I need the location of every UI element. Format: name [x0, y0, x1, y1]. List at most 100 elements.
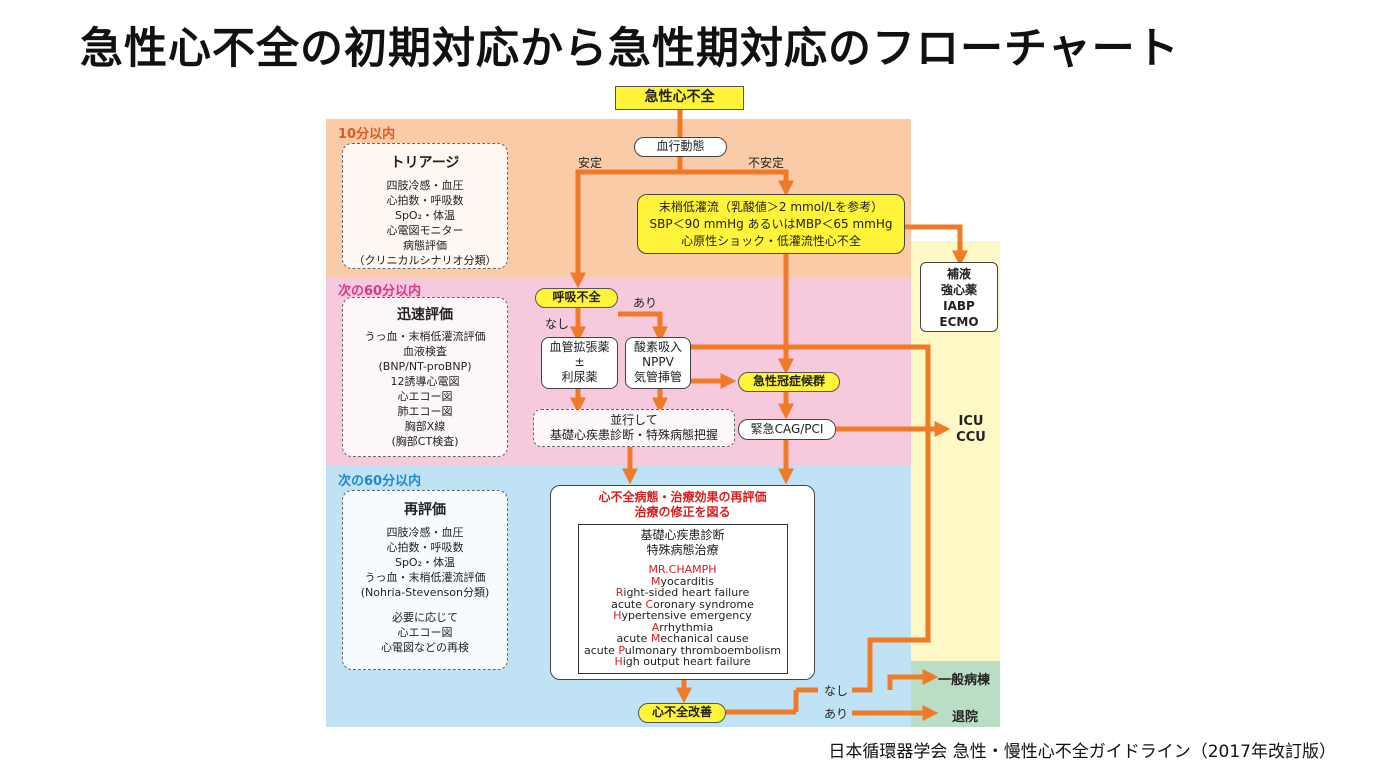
stable-label: 安定	[578, 156, 603, 170]
support-line: 強心薬	[940, 283, 977, 297]
arrow-shock-support	[905, 224, 969, 267]
rapid-eval-heading: 迅速評価	[397, 307, 453, 323]
rapid-line: 12誘導心電図	[390, 375, 460, 388]
parallel-box: 並行して 基礎心疾患診断・特殊病態把握	[533, 409, 735, 447]
cag-pci-box: 緊急CAG/PCI	[738, 419, 836, 440]
champh-item-initial: A	[651, 620, 660, 634]
improve-pill: 心不全改善	[638, 703, 726, 723]
arrow-unstable	[680, 169, 795, 197]
triage-line: 四肢冷感・血圧	[386, 179, 464, 192]
reeval-line: 四肢冷感・血圧	[386, 526, 464, 539]
champh-item: Right-sided heart failure	[579, 587, 787, 599]
basic-line: 基礎心疾患診断	[640, 528, 725, 542]
vaso-line: ±	[574, 355, 585, 369]
vasodilator-box: 血管拡張薬 ± 利尿薬	[541, 337, 618, 389]
general-ward-label: 一般病棟	[938, 673, 991, 688]
parallel-line: 基礎心疾患診断・特殊病態把握	[549, 428, 718, 442]
parallel-line: 並行して	[610, 413, 658, 427]
reeval-line: 必要に応じて	[392, 611, 458, 624]
reeval-heading: 再評価	[404, 502, 446, 518]
champh-item-initial: H	[614, 655, 623, 668]
rapid-line: 胸部X線	[404, 420, 446, 433]
reeval-line: (Nohria-Stevenson分類)	[360, 586, 490, 599]
champh-item-initial: H	[613, 609, 622, 622]
icu-line: ICU	[958, 414, 984, 429]
reeval-red-line: 治療の修正を図る	[634, 505, 731, 519]
rapid-line: 肺エコー図	[397, 405, 453, 418]
start-box: 急性心不全	[615, 86, 744, 110]
support-line: IABP	[943, 299, 975, 313]
champh-item-prefix: acute	[611, 597, 646, 611]
arrow-resp-yes	[618, 311, 669, 343]
reeval-line: 心エコー図	[397, 626, 453, 639]
champh-item-initial: P	[618, 643, 625, 657]
rapid-line: (BNP/NT-proBNP)	[378, 360, 472, 373]
triage-line: （クリニカルシナリオ分類）	[353, 254, 497, 267]
unstable-label: 不安定	[748, 156, 785, 170]
support-line: 補液	[946, 267, 971, 281]
rapid-eval-box: 迅速評価 うっ血・末梢低灌流評価 血液検査 (BNP/NT-proBNP) 12…	[342, 297, 508, 457]
resp-yes-label: あり	[633, 296, 658, 310]
oxy-line: NPPV	[642, 355, 674, 369]
vaso-line: 血管拡張薬	[549, 340, 610, 354]
arrow-no-ward	[887, 668, 939, 690]
basic-line: 特殊病態治療	[646, 543, 719, 557]
champh-item-initial: M	[651, 574, 661, 588]
shock-box: 末梢低灌流（乳酸値＞2 mmol/Lを参考） SBP＜90 mmHg あるいはM…	[637, 194, 905, 254]
arrow-oxy-icu	[690, 344, 931, 693]
shock-line: 末梢低灌流（乳酸値＞2 mmol/Lを参考）	[658, 200, 884, 214]
reeval-line: SpO₂・体温	[394, 556, 456, 569]
improve-no-label: なし	[824, 684, 849, 698]
reeval-line: 心拍数・呼吸数	[386, 541, 464, 554]
champh-item-rest: ypertensive emergency	[621, 609, 752, 622]
champh-item-rest: ulmonary thromboembolism	[624, 643, 781, 657]
vaso-line: 利尿薬	[561, 370, 598, 384]
rapid-line: 心エコー図	[397, 390, 453, 403]
oxy-line: 酸素吸入	[633, 340, 682, 354]
champh-item: acute Mechanical cause	[579, 633, 787, 645]
champh-item: High output heart failure	[579, 656, 787, 668]
reeval-red-line: 心不全病態・治療効果の再評価	[598, 490, 767, 504]
champh-item-initial: M	[650, 632, 661, 645]
icu-ccu-label: ICU CCU	[950, 414, 992, 446]
champh-item: Myocarditis	[579, 574, 787, 588]
triage-heading: トリアージ	[390, 155, 460, 171]
shock-line: 心原性ショック・低灌流性心不全	[681, 234, 861, 248]
champh-item: Hypertensive emergency	[579, 610, 787, 622]
oxy-line: 気管挿管	[633, 370, 682, 384]
champh-item-prefix: acute	[584, 643, 619, 657]
champh-item: acute Pulmonary thromboembolism	[579, 643, 787, 657]
triage-box: トリアージ 四肢冷感・血圧 心拍数・呼吸数 SpO₂・体温 心電図モニター 病態…	[342, 143, 508, 269]
rapid-line: うっ血・末梢低灌流評価	[364, 330, 486, 343]
champh-item-rest: rrhythmia	[659, 620, 714, 634]
shock-line: SBP＜90 mmHg あるいはMBP＜65 mmHg	[649, 217, 893, 231]
rapid-line: 血液検査	[403, 345, 447, 358]
arrow-stable	[569, 156, 683, 289]
page-title: 急性心不全の初期対応から急性期対応のフローチャート	[80, 24, 1180, 74]
hemodynamics-box: 血行動態	[634, 137, 727, 157]
champh-item-rest: echanical cause	[660, 632, 749, 645]
band-label-10min: 10分以内	[338, 127, 396, 142]
champh-item-prefix: acute	[616, 632, 651, 645]
improve-yes-label: あり	[824, 707, 849, 721]
champh-item-initial: C	[645, 597, 654, 611]
discharge-label: 退院	[952, 710, 979, 725]
champh-item-initial: R	[615, 586, 624, 599]
champh-item: acute Coronary syndrome	[579, 597, 787, 611]
champh-item-rest: yocarditis	[660, 574, 715, 588]
icu-line: CCU	[956, 430, 986, 445]
reeval-line: 心電図などの再検	[381, 641, 469, 654]
champh-title: MR.CHAMPH	[648, 563, 717, 576]
rapid-line: (胸部CT検査)	[391, 435, 459, 448]
support-line: ECMO	[939, 315, 979, 329]
support-box: 補液 強心薬 IABP ECMO	[920, 262, 998, 332]
champh-item-rest: igh output heart failure	[622, 655, 751, 668]
champh-item-rest: oronary syndrome	[653, 597, 754, 611]
band-label-60min-a: 次の60分以内	[338, 284, 422, 299]
acs-pill: 急性冠症候群	[738, 372, 840, 392]
citation: 日本循環器学会 急性・慢性心不全ガイドライン（2017年改訂版）	[828, 742, 1336, 762]
resp-failure-pill: 呼吸不全	[535, 288, 618, 308]
